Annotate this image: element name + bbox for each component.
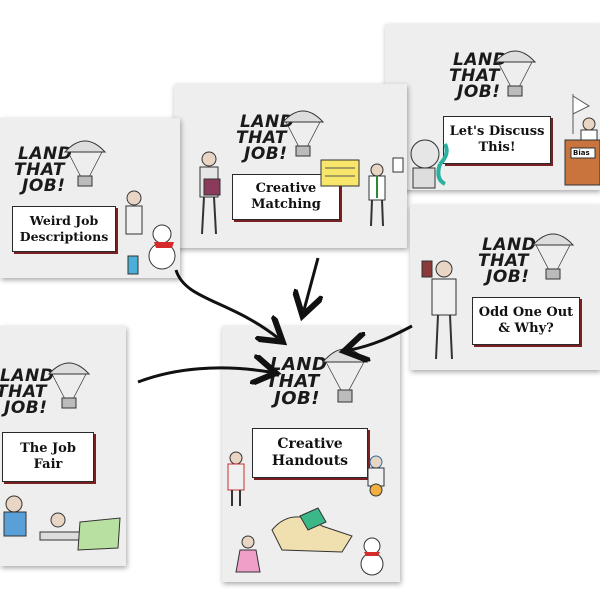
parachute-chair-illustration bbox=[493, 50, 537, 97]
card-title-text: Let's Discuss This! bbox=[449, 123, 545, 155]
parachute-chair-illustration bbox=[63, 140, 107, 187]
card-title-text: Creative Handouts bbox=[271, 435, 349, 470]
logo-line-1: LAND bbox=[482, 235, 537, 255]
card-title-text: The Job Fair bbox=[20, 440, 76, 472]
podium-speaker-illustration bbox=[564, 94, 600, 186]
parachute-chair-illustration bbox=[531, 233, 575, 280]
logo-line-3: JOB! bbox=[486, 267, 530, 288]
logo-line-3: JOB! bbox=[4, 398, 48, 419]
logo-line-1: LAND bbox=[18, 144, 73, 164]
card-title: Odd One Out & Why? bbox=[472, 297, 580, 345]
card-title-text: Weird Job Descriptions bbox=[19, 213, 109, 244]
logo-line-1: LAND bbox=[270, 354, 328, 375]
card-creative-handouts[interactable]: LAND THAT JOB! Creative Handouts bbox=[222, 326, 400, 582]
card-odd-one-out[interactable]: LAND THAT JOB! Odd One Out & Why? bbox=[410, 205, 600, 370]
parachute-chair-illustration bbox=[47, 362, 91, 409]
card-title: Creative Matching bbox=[232, 174, 340, 220]
card-title: Weird Job Descriptions bbox=[12, 206, 116, 252]
card-title-text: Odd One Out & Why? bbox=[478, 304, 574, 336]
podium-label: Bias bbox=[573, 149, 590, 157]
logo-line-2: THAT bbox=[449, 66, 500, 87]
card-title-text: Creative Matching bbox=[251, 180, 321, 212]
logo-line-3: JOB! bbox=[22, 176, 66, 197]
land-that-job-logo: LAND THAT JOB! bbox=[236, 112, 295, 165]
logo-line-2: THAT bbox=[0, 382, 47, 403]
land-that-job-logo: LAND THAT JOB! bbox=[449, 50, 508, 103]
handouts-collage-illustration bbox=[227, 451, 385, 576]
card-lets-discuss[interactable]: LAND THAT JOB! Let's Discuss This! Bias bbox=[385, 24, 600, 190]
logo-line-2: THAT bbox=[236, 128, 287, 149]
person-with-bag-illustration bbox=[199, 151, 221, 235]
logo-line-3: JOB! bbox=[244, 144, 288, 165]
card-title: Creative Handouts bbox=[252, 428, 368, 478]
land-that-job-logo: LAND THAT JOB! bbox=[14, 144, 73, 197]
logo-line-2: THAT bbox=[478, 251, 529, 272]
card-the-job-fair[interactable]: LAND THAT JOB! The Job Fair bbox=[0, 326, 126, 566]
person-and-snowman-illustration bbox=[125, 190, 176, 275]
land-that-job-logo: LAND THAT JOB! bbox=[0, 366, 55, 419]
parachute-chair-illustration bbox=[281, 110, 325, 157]
logo-line-1: LAND bbox=[0, 366, 55, 386]
land-that-job-logo: LAND THAT JOB! bbox=[478, 235, 537, 288]
logo-line-3: JOB! bbox=[457, 82, 501, 103]
logo-line-2: THAT bbox=[14, 160, 65, 181]
job-fair-scene-illustration bbox=[3, 495, 121, 551]
man-with-phone-illustration bbox=[421, 260, 457, 360]
logo-line-1: LAND bbox=[240, 112, 295, 132]
card-title: Let's Discuss This! bbox=[443, 116, 551, 164]
arrow-from-matching bbox=[304, 257, 318, 310]
card-weird-job-descriptions[interactable]: LAND THAT JOB! Weird Job Descriptions bbox=[0, 118, 180, 278]
parachute-chair-illustration bbox=[321, 348, 369, 403]
matching-board-illustration bbox=[320, 157, 404, 227]
people-discussion-illustration bbox=[410, 139, 449, 189]
logo-line-3: JOB! bbox=[274, 388, 320, 410]
card-title: The Job Fair bbox=[2, 432, 94, 482]
logo-line-1: LAND bbox=[453, 50, 508, 70]
card-creative-matching[interactable]: LAND THAT JOB! Creative Matching bbox=[174, 84, 407, 248]
